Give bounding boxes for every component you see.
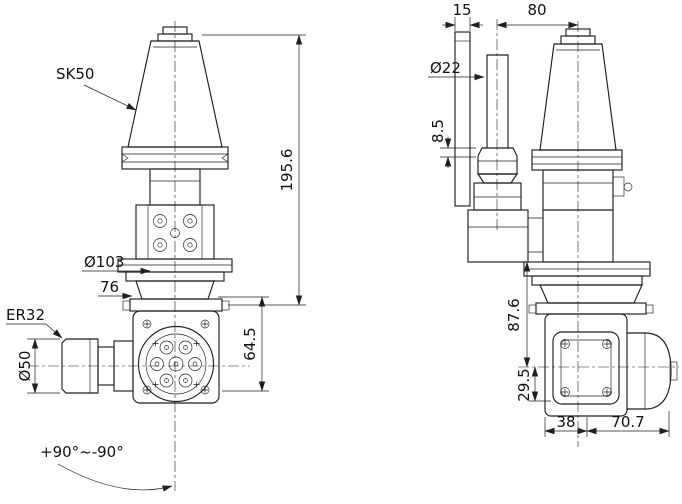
front-view: SK50 Ø103 76 ER32 Ø50 195.6 64.5 (6, 21, 306, 492)
axis-offset-dim: 80 (496, 1, 579, 29)
housing-corner-screws (142, 319, 210, 395)
gap-dim: 8.5 (429, 119, 476, 168)
er32-collet-nut (61, 338, 134, 394)
arm-width-dim: 15 (442, 1, 483, 31)
side-view: 15 80 Ø22 8.5 87.6 (428, 1, 679, 447)
taper-label: SK50 (56, 65, 94, 83)
torque-arm (454, 31, 471, 207)
v-flange-side (531, 149, 623, 171)
svg-text:15: 15 (452, 1, 471, 19)
face-plate-screws (560, 339, 612, 397)
motor-bulge (626, 332, 678, 410)
tool-shank (486, 54, 509, 149)
svg-text:70.7: 70.7 (611, 413, 644, 431)
gear-housing-side (528, 302, 678, 417)
svg-text:Ø50: Ø50 (16, 351, 34, 382)
swivel-range-annotation: +90°~-90° (40, 443, 173, 492)
flange-diameter-label: Ø103 (84, 253, 124, 271)
base-width-dim: 38 70.7 (544, 411, 670, 437)
svg-text:80: 80 (527, 1, 546, 19)
face-bolt-circle (137, 325, 215, 403)
mounting-flange-side (523, 261, 651, 304)
front-dimensions: SK50 Ø103 76 ER32 Ø50 195.6 64.5 (6, 34, 306, 492)
collet-label: ER32 (6, 306, 45, 324)
centerlines-front (28, 21, 250, 491)
taper-leader (83, 84, 137, 111)
svg-text:+90°~-90°: +90°~-90° (40, 443, 124, 461)
overall-length-dim: 195.6 (202, 34, 306, 306)
collet-assembly-side (467, 147, 543, 263)
mounting-flange (117, 258, 233, 300)
neck-side (542, 169, 633, 263)
center-height-dim: 29.5 (515, 366, 551, 402)
flange-width-label: 76 (100, 278, 119, 296)
gear-housing (122, 298, 230, 404)
svg-text:64.5: 64.5 (241, 327, 259, 360)
svg-text:8.5: 8.5 (429, 119, 447, 143)
svg-text:87.6: 87.6 (505, 298, 523, 331)
tool-diameter-label: Ø22 (428, 59, 485, 81)
svg-text:195.6: 195.6 (278, 149, 296, 192)
head-offset-dim: 64.5 (218, 296, 269, 392)
svg-text:29.5: 29.5 (515, 368, 533, 401)
svg-text:38: 38 (556, 413, 575, 431)
side-dimensions: 15 80 Ø22 8.5 87.6 (428, 1, 670, 437)
svg-text:Ø22: Ø22 (430, 59, 461, 77)
nut-diameter-dim: Ø50 (16, 338, 60, 394)
body-height-dim: 87.6 (505, 261, 531, 368)
